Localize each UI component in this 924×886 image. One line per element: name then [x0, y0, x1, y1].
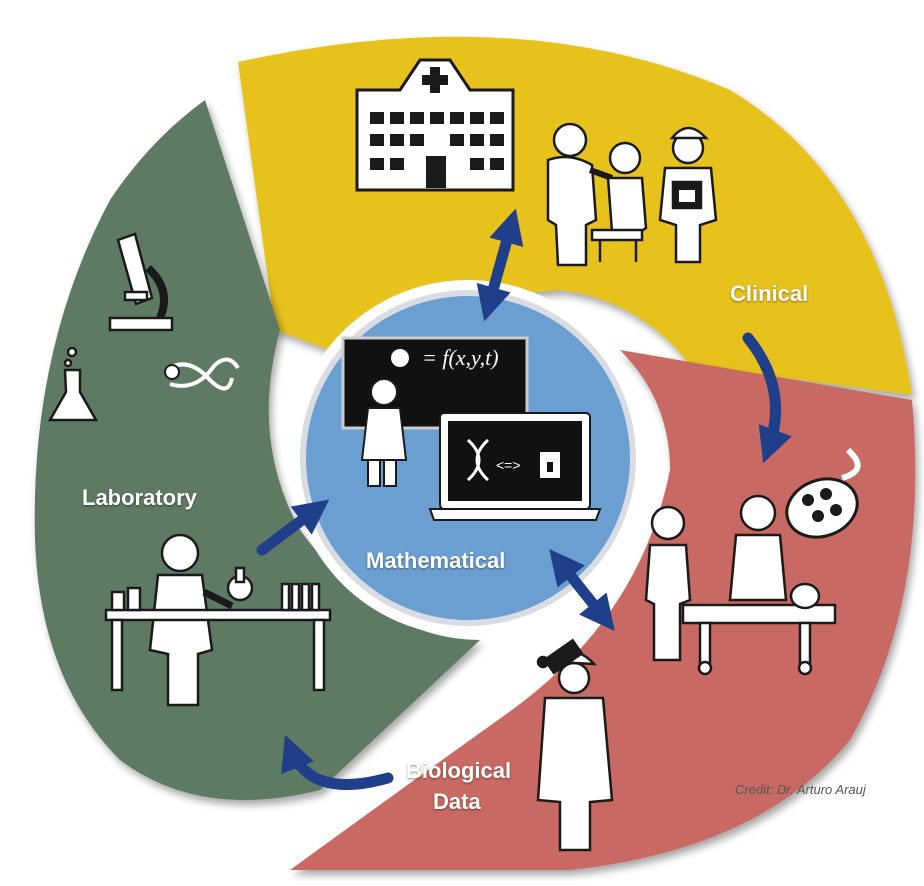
surgery-icon: [644, 494, 837, 676]
doctor-patient-icon: [546, 122, 718, 267]
laboratory-label: Laboratory: [82, 485, 197, 510]
laptop-operator-text: <=>: [496, 457, 521, 473]
equation-text: = f(x,y,t): [422, 345, 499, 370]
flask-icon: [47, 346, 99, 422]
microscope-icon: [108, 232, 174, 332]
arrow-center-clinical: [476, 208, 524, 322]
credit-text: Credit: Dr. Arturo Arauj: [735, 782, 866, 797]
arrow-center-biological: [549, 549, 615, 631]
clinical-label: Clinical: [730, 281, 809, 306]
hospital-icon: [355, 58, 515, 192]
scientist-dna-icon: [536, 638, 614, 852]
biological-label-line1: Biological: [406, 758, 512, 783]
lab-scientist-icon: [104, 533, 332, 707]
laptop-icon: <=>: [428, 412, 602, 521]
dna-icon: [164, 357, 240, 391]
flow-arrows: [256, 208, 792, 790]
arrow-biological-laboratory: [281, 734, 394, 790]
surgical-lamp-icon: [785, 447, 861, 539]
biological-data-sector: [290, 350, 916, 870]
arrow-clinical-biological: [742, 332, 792, 464]
arrow-laboratory-center: [256, 499, 330, 556]
mathematical-label: Mathematical: [366, 548, 506, 573]
biological-label-line2: Data: [433, 789, 481, 814]
